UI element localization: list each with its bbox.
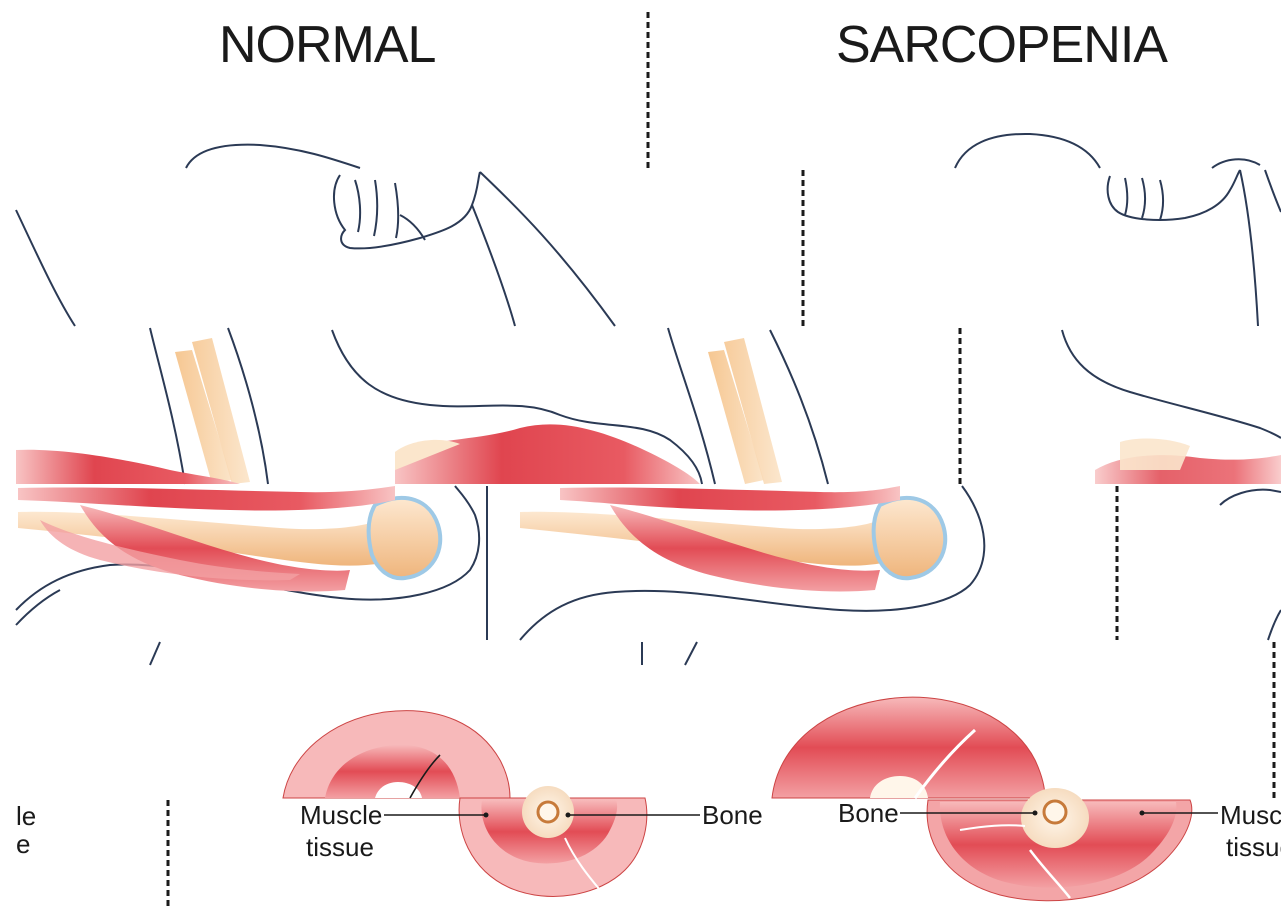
sarco-forearm bbox=[1240, 170, 1258, 326]
sarco-bone-ring bbox=[1044, 801, 1066, 823]
sarco-shoulder-outline bbox=[955, 134, 1100, 168]
normal-bone-label: Bone bbox=[702, 800, 763, 830]
normal-muscle-label-line1: Muscle bbox=[300, 800, 382, 830]
sarco-lower-arm-outline bbox=[1220, 490, 1281, 505]
sarco-muscle-label-line1: Muscle bbox=[1220, 800, 1281, 830]
normal-fist-fingers bbox=[355, 180, 398, 238]
normal-biceps-lower bbox=[18, 486, 395, 511]
normal-forearm-right bbox=[480, 172, 615, 326]
sarco-forearm-inner bbox=[1265, 170, 1281, 212]
row1-arm-tops bbox=[186, 134, 1260, 168]
sarco-muscle-label-line2: tissue bbox=[1226, 832, 1281, 862]
sarco-fist-top bbox=[1212, 159, 1260, 168]
sarco-fist-fingers bbox=[1125, 178, 1163, 220]
row3-upper-muscle bbox=[16, 328, 1281, 484]
mid-elbow-joint bbox=[874, 498, 946, 578]
normal-thumb bbox=[400, 215, 425, 240]
normal-arm-end bbox=[150, 642, 160, 665]
row6-cross-bottoms: le e Muscle tissue Bone Bone Muscle tiss… bbox=[16, 786, 1281, 901]
mid2-arm-outline-2 bbox=[770, 330, 828, 484]
sarco-lower-arm-outline-2 bbox=[1268, 610, 1281, 640]
normal-arm-back bbox=[16, 210, 75, 326]
row2-fist-arm bbox=[16, 170, 1281, 326]
normal-muscle-dot bbox=[484, 813, 489, 818]
normal-forearm-left bbox=[472, 205, 515, 326]
mid-biceps-lower bbox=[560, 486, 900, 511]
normal-lower-arm-outline-2 bbox=[16, 590, 60, 625]
left-fragment-line2: e bbox=[16, 829, 30, 859]
heading-normal: NORMAL bbox=[219, 16, 436, 74]
sarco-bone-label: Bone bbox=[838, 798, 899, 828]
normal-muscle-label-line2: tissue bbox=[306, 832, 374, 862]
normal-upper-arm-outline bbox=[150, 328, 185, 484]
left-fragment-line1: le bbox=[16, 801, 36, 831]
heading-sarcopenia: SARCOPENIA bbox=[836, 16, 1168, 74]
sarco-upper-arm-outline bbox=[1062, 330, 1281, 438]
normal-shoulder-outline bbox=[186, 145, 360, 168]
normal-elbow-joint bbox=[369, 498, 441, 578]
row5-cross-tops bbox=[150, 642, 1045, 798]
sarco-tendon bbox=[1120, 439, 1190, 470]
mid-arm-end bbox=[642, 642, 697, 665]
normal-bone-dot bbox=[566, 813, 571, 818]
sarco-bone-dot bbox=[1033, 811, 1038, 816]
row4-elbow bbox=[16, 486, 1281, 640]
normal-bone-ring bbox=[538, 802, 558, 822]
sarco-muscle-dot bbox=[1140, 811, 1145, 816]
